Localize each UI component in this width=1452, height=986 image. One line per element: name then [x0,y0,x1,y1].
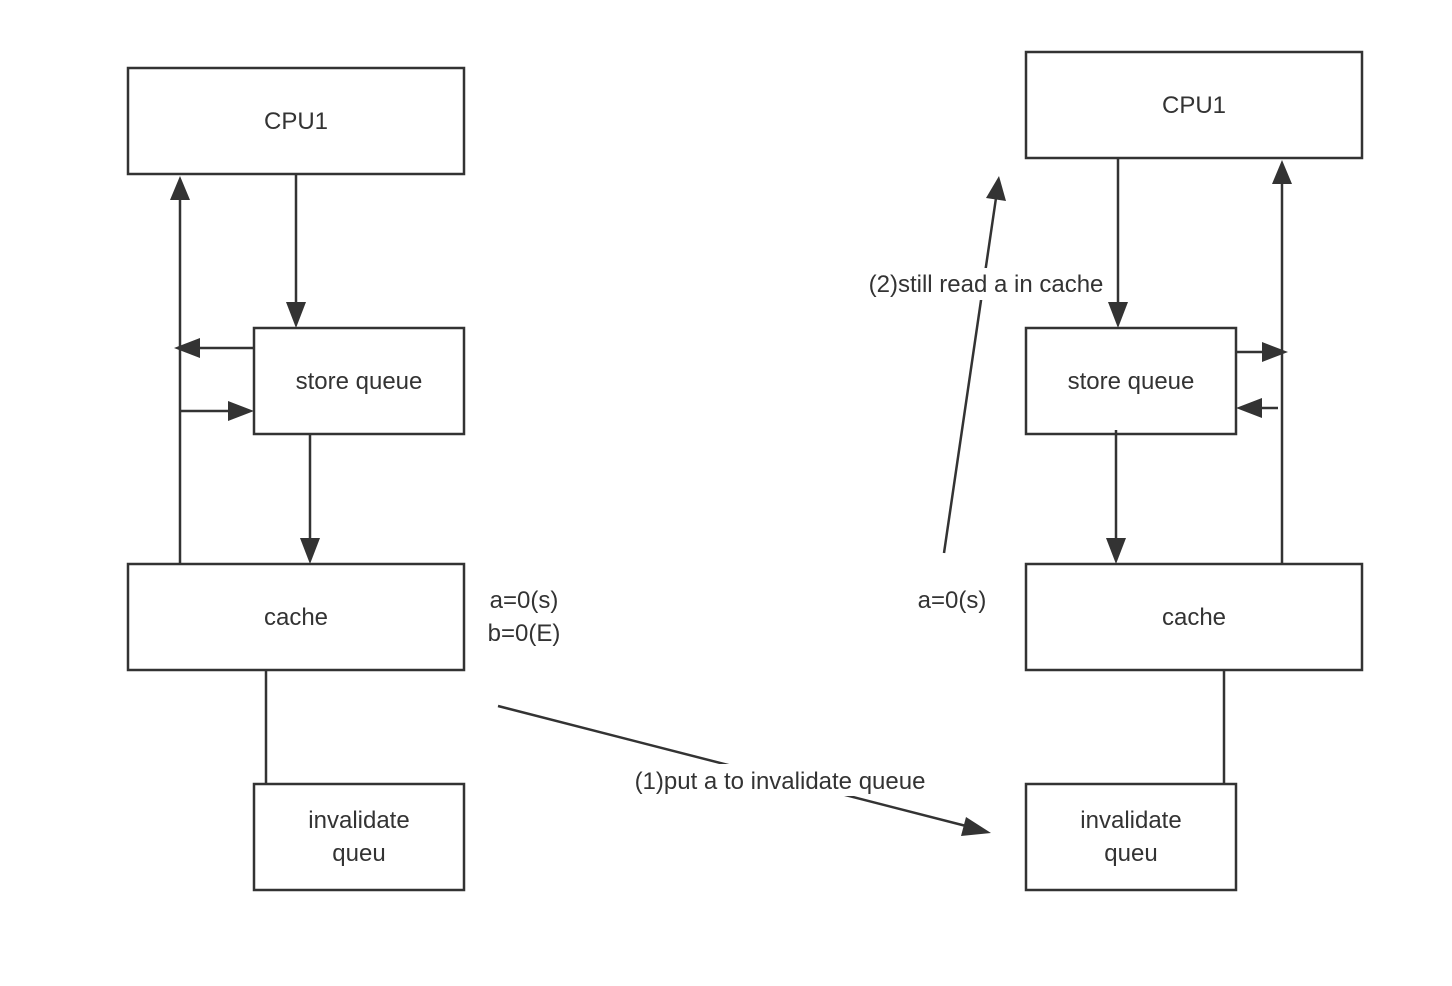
left-arrowhead-store-queue-to-line [174,338,200,358]
step1-label-background [620,764,940,796]
left-cpu-box [126,66,466,176]
left-invalidate-label-line2: queu [332,840,385,867]
right-arrowhead-line-to-store-queue [1236,398,1262,418]
left-cache-state-a: a=0(s) [490,587,559,614]
left-arrowhead-cpu-to-store-queue [286,302,306,328]
right-arrowhead-store-queue-to-cache [1106,538,1126,564]
right-cache-state-a: a=0(s) [918,587,987,614]
left-cache-state-b: b=0(E) [488,620,561,647]
right-cpu-box [1024,50,1364,160]
right-cache-label: cache [1162,604,1226,631]
left-arrowhead-cache-to-cpu [170,176,190,200]
right-store-queue-label: store queue [1068,368,1195,395]
left-cpu-label: CPU1 [264,108,328,135]
right-invalidate-label-line1: invalidate [1080,807,1181,834]
annotations: (1)put a to invalidate queue (2)still re… [497,176,1114,836]
right-invalidate-label-line2: queu [1104,840,1157,867]
right-diagram: CPU1 store queue cache invalidate queu a… [918,50,1364,892]
step2-arrow-line [942,197,998,554]
left-store-queue-box [252,326,466,436]
right-arrowhead-cache-to-cpu [1272,160,1292,184]
right-store-queue-box [1024,326,1238,436]
step1-arrowhead [961,817,991,836]
step2-arrowhead [986,176,1006,201]
right-cpu-label: CPU1 [1162,92,1226,119]
left-diagram: CPU1 store queue cache invalidate queu a… [126,66,561,892]
left-cache-label: cache [264,604,328,631]
left-arrowhead-store-queue-to-cache [300,538,320,564]
left-cache-box [126,562,466,672]
left-invalidate-queue-box [252,782,466,892]
step2-label-background [858,268,1114,300]
step2-label: (2)still read a in cache [869,271,1104,298]
step1-label: (1)put a to invalidate queue [635,768,926,795]
right-cache-box [1024,562,1364,672]
right-arrowhead-store-queue-to-line [1262,342,1288,362]
right-invalidate-queue-box [1024,782,1238,892]
left-store-queue-label: store queue [296,368,423,395]
left-arrowhead-line-to-store-queue [228,401,254,421]
left-invalidate-label-line1: invalidate [308,807,409,834]
right-arrowhead-cpu-to-store-queue [1108,302,1128,328]
